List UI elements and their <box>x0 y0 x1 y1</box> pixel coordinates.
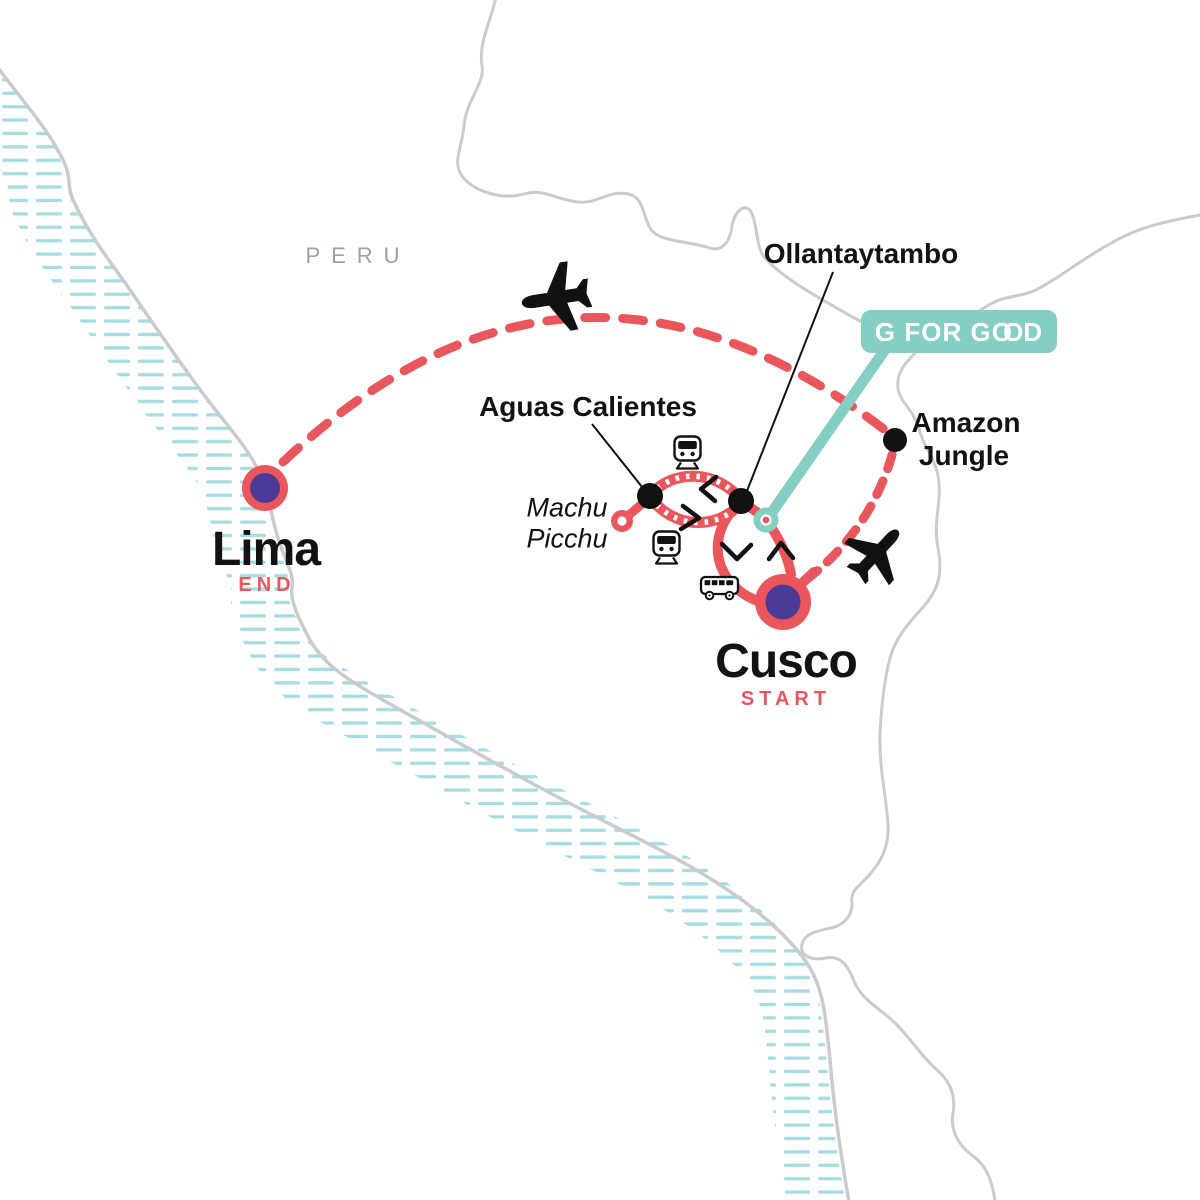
ollantaytambo-dot <box>728 488 754 514</box>
arrow-west-icon <box>698 474 719 504</box>
country-borders <box>456 0 1200 1200</box>
cusco-marker-core <box>765 584 801 620</box>
machu-picchu-marker <box>611 510 633 532</box>
flight-route-lima-amazon <box>278 313 899 467</box>
country-label: PERU <box>305 243 411 268</box>
cusco-label: Cusco <box>715 635 858 688</box>
border-east <box>800 346 997 1200</box>
bus-icon <box>699 575 740 601</box>
machu-marker-hole <box>617 516 627 526</box>
flight-route-cusco-amazon <box>801 441 899 585</box>
g-for-good-marker-dot <box>762 516 770 524</box>
cusco-stub <box>796 567 819 589</box>
ocean-hatching <box>0 66 818 1200</box>
train-icon <box>673 435 702 470</box>
g-for-good-label-prefix: G FOR G <box>874 317 992 347</box>
arrow-north-icon <box>766 540 796 562</box>
leader-ollantaytambo <box>744 271 834 497</box>
cusco-marker <box>755 574 811 630</box>
leader-aguas <box>591 423 647 493</box>
amazon-jungle-label-line2: Jungle <box>918 440 1010 471</box>
airplane-icon <box>833 509 921 597</box>
lima-tag: END <box>238 574 296 596</box>
aguas-calientes-dot <box>637 483 663 509</box>
g-for-good-marker <box>753 507 779 533</box>
border-north <box>456 0 922 352</box>
lima-label: Lima <box>211 523 321 576</box>
arrow-south-icon <box>719 541 754 562</box>
amazon-jungle-label-line1: Amazon <box>911 407 1021 438</box>
machu-picchu-label-line2: Picchu <box>526 523 608 554</box>
cusco-tag: START <box>740 688 832 710</box>
arrow-east-icon <box>678 503 702 532</box>
g-for-good-label-suffix: D <box>1023 317 1044 347</box>
amazon-jungle-dot <box>883 428 907 452</box>
ollantaytambo-label: Ollantaytambo <box>763 238 959 269</box>
aguas-calientes-label: Aguas Calientes <box>479 391 697 422</box>
machu-picchu-label-line1: Machu <box>526 492 608 523</box>
lima-marker <box>242 465 288 511</box>
direction-arrows <box>678 474 796 562</box>
train-icon <box>652 530 681 565</box>
lima-marker-core <box>250 473 280 503</box>
g-for-good-pointer <box>762 345 890 524</box>
coastline <box>0 58 852 1200</box>
g-for-good-badge <box>861 310 1057 353</box>
g-for-good-label-oo: OO <box>991 317 1024 347</box>
